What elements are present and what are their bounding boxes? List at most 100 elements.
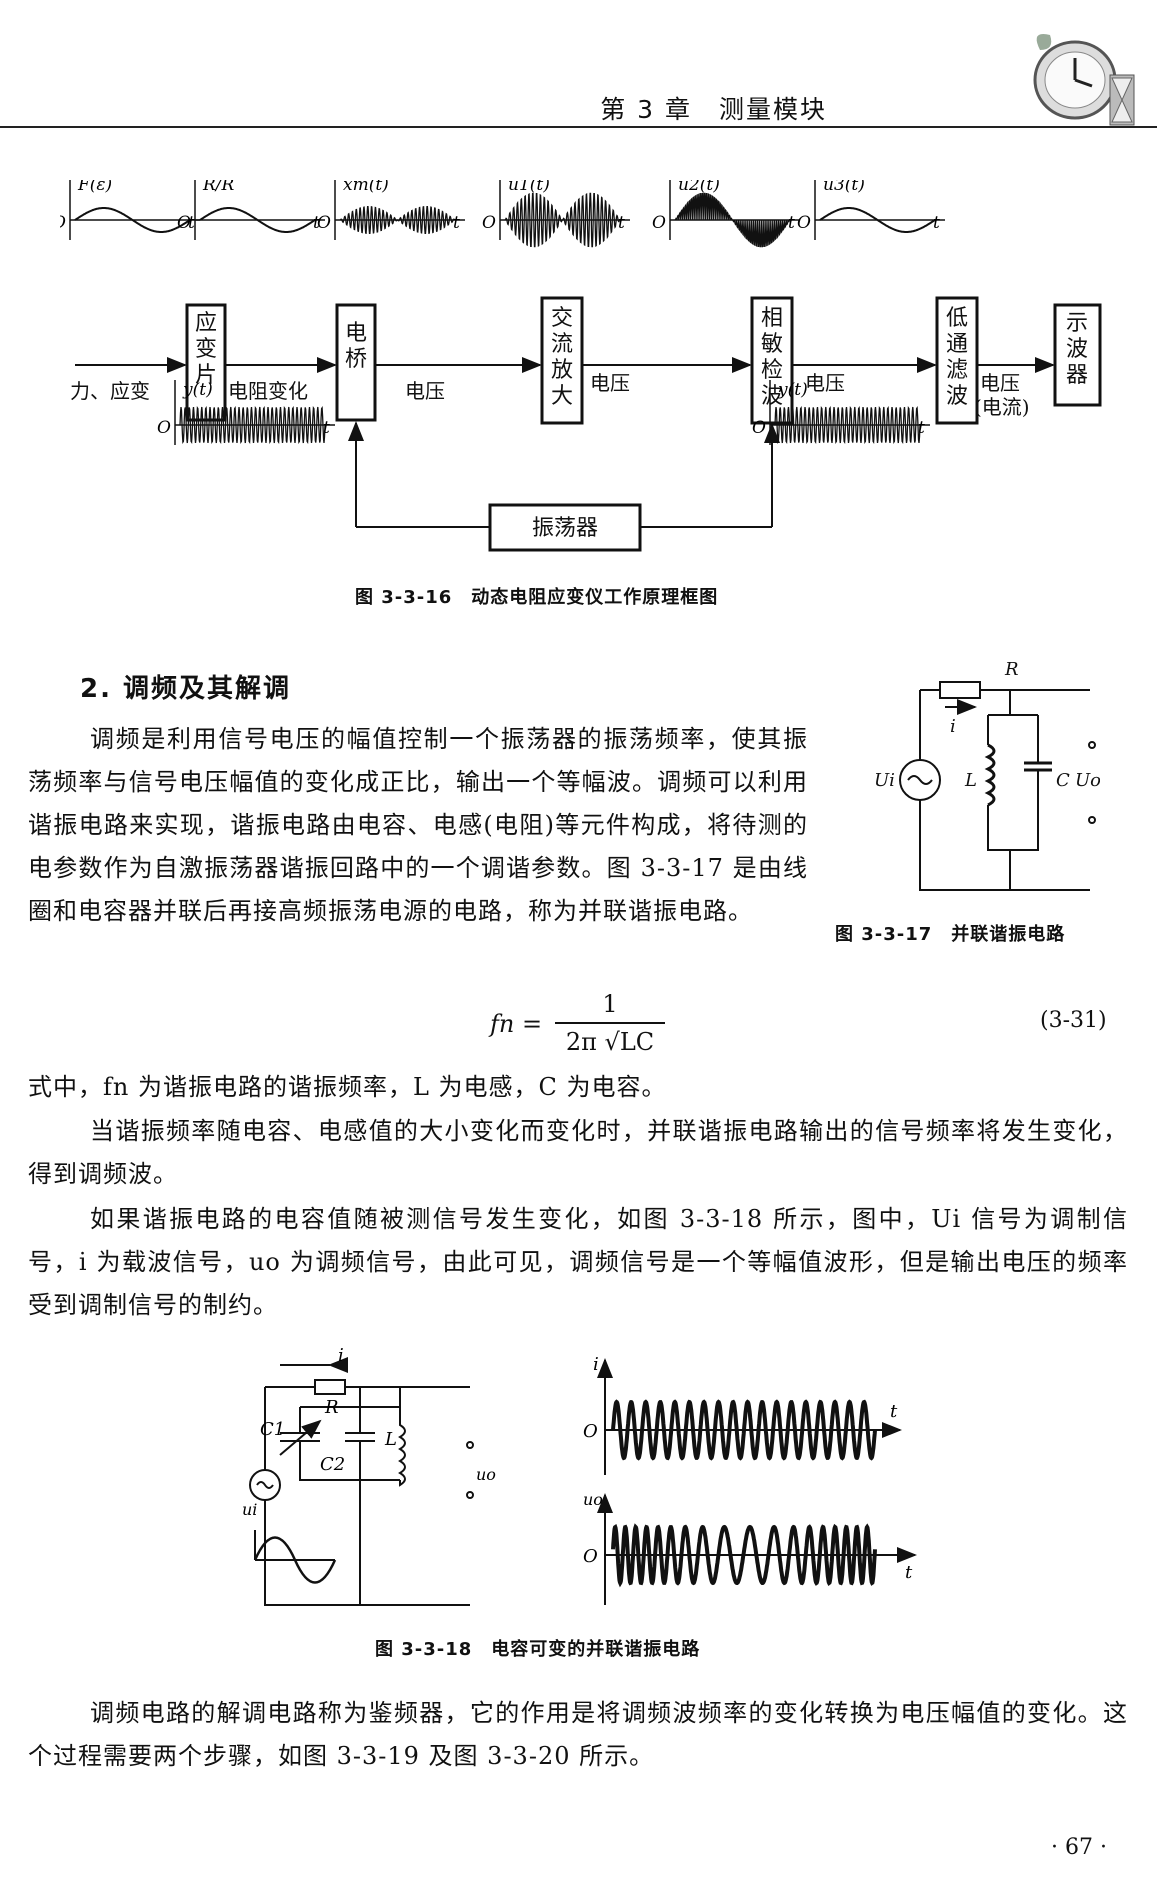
formula-numerator: 1 — [602, 990, 618, 1018]
wave-label-uo: uo — [583, 1490, 603, 1509]
block-oscilloscope — [1053, 303, 1102, 407]
block-lowpass — [935, 296, 979, 425]
signal-label-1: 电阻变化 — [228, 379, 308, 403]
paragraph-4-text: 如果谐振电路的电容值随被测信号发生变化，如图 3-3-18 所示，图中，Ui 信… — [28, 1205, 1128, 1319]
label-L: L — [384, 1429, 397, 1450]
figure-3-3-18-circuit: i R C1 C2 L uo ui — [242, 1345, 496, 1606]
label-Ui: Ui — [874, 770, 895, 791]
block-label-0: 应变片 — [195, 311, 217, 388]
block-ac-amp — [540, 296, 584, 425]
waveform-t-1: t — [313, 213, 320, 233]
page-number: · 67 · — [1051, 1835, 1107, 1860]
figure-3-3-17: R i Ui L C Uo — [874, 659, 1100, 891]
signal-label-4: 电压 — [805, 371, 845, 395]
chapter-header: 第 3 章 测量模块 — [600, 95, 827, 124]
label-ui: ui — [242, 1500, 257, 1519]
block-bridge — [335, 303, 377, 422]
paragraph-1-text: 调频是利用信号电压的幅值控制一个振荡器的振荡频率，使其振荡频率与信号电压幅值的变… — [28, 725, 808, 925]
paragraph-2: 式中，fn 为谐振电路的谐振频率，L 为电感，C 为电容。 — [28, 1066, 1128, 1109]
label-C1: C1 — [260, 1419, 285, 1440]
waveform-label-3: u1(t) — [508, 180, 550, 195]
waveform-origin-3: O — [482, 213, 496, 233]
waveform-label-5: u3(t) — [823, 180, 865, 195]
paragraph-2-text: 式中，fn 为谐振电路的谐振频率，L 为电感，C 为电容。 — [28, 1073, 667, 1101]
block-strain-gauge — [185, 303, 227, 422]
block-label-2: 交流放大 — [551, 306, 573, 409]
label-R: R — [1004, 659, 1019, 680]
waveform-t-2: t — [453, 213, 460, 233]
figure-3-3-18-caption: 图 3-3-18 电容可变的并联谐振电路 — [375, 1639, 701, 1660]
paragraph-4: 如果谐振电路的电容值随被测信号发生变化，如图 3-3-18 所示，图中，Ui 信… — [28, 1198, 1128, 1327]
paragraph-5: 调频电路的解调电路称为鉴频器，它的作用是将调频波频率的变化转换为电压幅值的变化。… — [28, 1692, 1128, 1778]
waveform-t-7: t — [918, 418, 925, 438]
clock-hourglass-icon — [1033, 34, 1135, 126]
paragraph-5-text: 调频电路的解调电路称为鉴频器，它的作用是将调频波频率的变化转换为电压幅值的变化。… — [28, 1699, 1128, 1770]
waveform-t-6: t — [323, 418, 330, 438]
paragraph-1: 调频是利用信号电压的幅值控制一个振荡器的振荡频率，使其振荡频率与信号电压幅值的变… — [28, 718, 808, 933]
label-R: R — [324, 1397, 339, 1418]
signal-label-3: 电压 — [590, 371, 630, 395]
formula-lhs: fn = — [490, 1010, 543, 1038]
block-label-6: 振荡器 — [532, 516, 598, 541]
formula-number: (3-31) — [1040, 1008, 1107, 1033]
waveform-origin-5: O — [797, 213, 811, 233]
wave-t-2: t — [905, 1562, 913, 1583]
block-label-3: 相敏检波 — [761, 306, 783, 409]
header-rule — [0, 126, 1157, 128]
fm-wave — [611, 1523, 877, 1588]
label-uo: uo — [476, 1465, 496, 1484]
wave-origin-1: O — [583, 1421, 598, 1442]
block-label-1: 电桥 — [345, 321, 367, 372]
figure-3-3-17-caption: 图 3-3-17 并联谐振电路 — [835, 924, 1066, 945]
waveform-0: F(ε) Ot — [60, 180, 200, 240]
block-oscillator — [488, 503, 642, 552]
figure-3-3-18-waveforms: i O t uo O t — [583, 1354, 917, 1605]
label-L: L — [964, 770, 977, 791]
waveform-label-6: y(t) — [182, 380, 213, 400]
wave-t-1: t — [890, 1401, 898, 1422]
paragraph-3: 当谐振频率随电容、电感值的大小变化而变化时，并联谐振电路输出的信号频率将发生变化… — [28, 1110, 1128, 1196]
label-C2: C2 — [320, 1454, 345, 1475]
label-i: i — [950, 716, 956, 737]
wave-label-i: i — [593, 1354, 599, 1375]
waveform-t-4: t — [788, 213, 795, 233]
block-label-4: 低通滤波 — [946, 306, 968, 409]
waveform-label-1: R/R — [202, 180, 235, 195]
section-title: 2. 调频及其解调 — [80, 674, 292, 704]
label-Uo: Uo — [1075, 770, 1100, 791]
label-C: C — [1056, 770, 1070, 791]
signal-label-0: 力、应变 — [70, 379, 150, 403]
waveform-label-4: u2(t) — [678, 180, 720, 195]
waveform-origin-2: O — [317, 213, 331, 233]
waveform-t-0: t — [188, 213, 195, 233]
waveform-origin-7: O — [752, 418, 766, 438]
waveform-label-7: y(t) — [777, 380, 808, 400]
waveform-origin-6: O — [157, 418, 171, 438]
waveform-origin-4: O — [652, 213, 666, 233]
waveform-t-3: t — [618, 213, 625, 233]
waveform-t-5: t — [933, 213, 940, 233]
signal-label-5: 电压(电流) — [974, 371, 1030, 419]
carrier-wave — [611, 1399, 877, 1461]
waveform-origin-1: O — [177, 213, 191, 233]
label-i: i — [338, 1345, 344, 1366]
block-label-5: 示波器 — [1066, 311, 1088, 388]
waveform-label-0: F(ε) — [77, 180, 112, 195]
paragraph-3-text: 当谐振频率随电容、电感值的大小变化而变化时，并联谐振电路输出的信号频率将发生变化… — [28, 1117, 1128, 1188]
fraction-bar — [555, 1022, 665, 1024]
waveform-origin-0: O — [60, 213, 66, 233]
wave-origin-2: O — [583, 1546, 598, 1567]
formula-denominator: 2π √LC — [565, 1028, 655, 1056]
block-phase-detector — [750, 296, 794, 425]
figure-3-3-16-caption: 图 3-3-16 动态电阻应变仪工作原理框图 — [355, 587, 719, 608]
waveform-label-2: xm(t) — [343, 180, 389, 195]
signal-label-2: 电压 — [405, 379, 445, 403]
